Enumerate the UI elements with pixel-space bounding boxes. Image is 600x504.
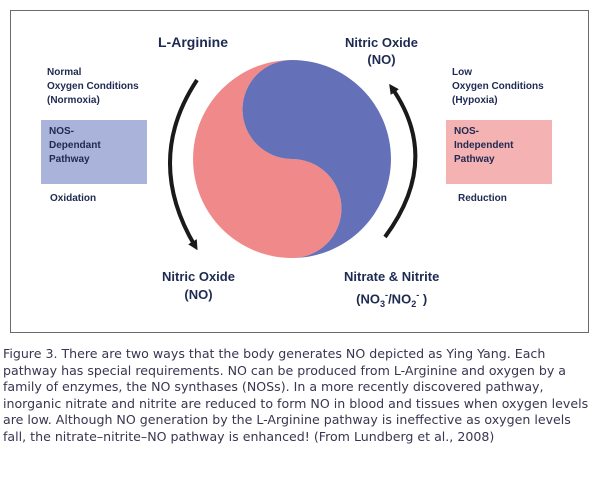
figure-frame [10, 10, 589, 333]
right-conditions-line1: Low [452, 67, 472, 78]
right-box-line2: Independent [454, 140, 514, 151]
right-conditions-label: Low Oxygen Conditions (Hypoxia) [452, 66, 544, 108]
figure-caption: Figure 3. There are two ways that the bo… [3, 346, 589, 444]
nos-independent-box: NOS- Independent Pathway [446, 120, 552, 184]
nitrate-nitrite-formula: (NO3-/NO2- ) [356, 290, 428, 309]
nitric-oxide-bottom-label: Nitric Oxide (NO) [162, 268, 235, 304]
left-conditions-label: Normal Oxygen Conditions (Normoxia) [47, 66, 139, 108]
nitrate-nitrite-label: Nitrate & Nitrite (NO3-/NO2- ) [344, 267, 439, 314]
right-box-line1: NOS- [454, 126, 479, 137]
left-conditions-line3: (Normoxia) [47, 95, 100, 106]
left-box-line3: Pathway [49, 154, 90, 165]
nitric-oxide-bottom-line1: Nitric Oxide [162, 269, 235, 284]
left-conditions-line2: Oxygen Conditions [47, 81, 139, 92]
nitric-oxide-top-line2: (NO) [367, 52, 396, 67]
nitric-oxide-top-line1: Nitric Oxide [345, 35, 418, 50]
left-conditions-line1: Normal [47, 67, 82, 78]
right-conditions-line2: Oxygen Conditions [452, 81, 544, 92]
nitric-oxide-bottom-line2: (NO) [184, 287, 213, 302]
nitric-oxide-top-label: Nitric Oxide (NO) [345, 34, 418, 68]
left-box-line1: NOS- [49, 126, 74, 137]
oxidation-label: Oxidation [50, 193, 97, 204]
left-box-line2: Dependant [49, 140, 101, 151]
right-conditions-line3: (Hypoxia) [452, 95, 498, 106]
nitrate-nitrite-line1: Nitrate & Nitrite [344, 269, 440, 284]
reduction-label: Reduction [458, 193, 507, 204]
l-arginine-label: L-Arginine [158, 34, 228, 50]
nos-dependant-box: NOS- Dependant Pathway [41, 120, 147, 184]
right-box-line3: Pathway [454, 154, 495, 165]
